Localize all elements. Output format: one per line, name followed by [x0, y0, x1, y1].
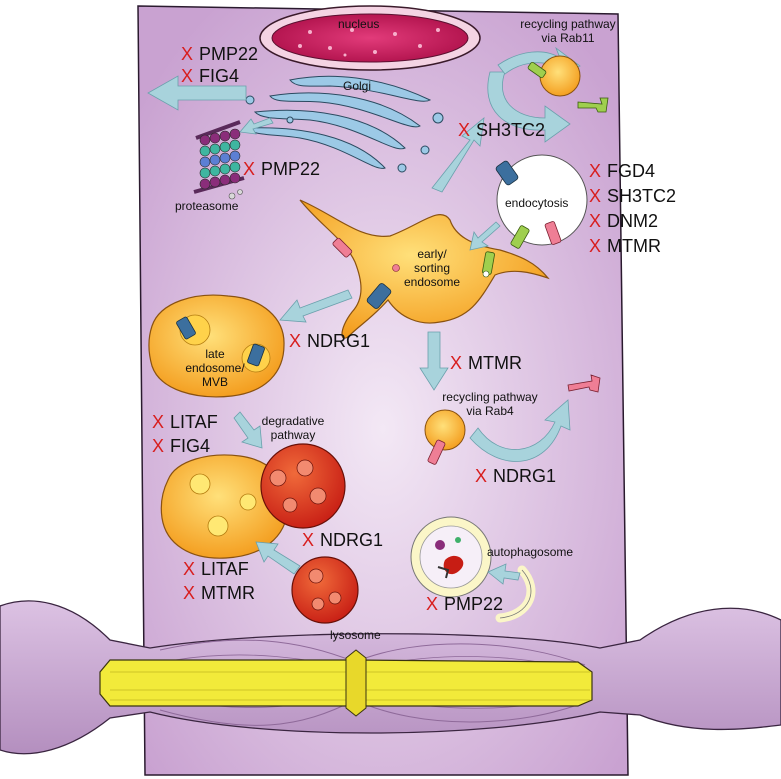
proteasome: [193, 120, 245, 200]
arrow-endocytosis-to-endosome: [469, 221, 501, 251]
proteasome-label: proteasome: [175, 199, 239, 213]
arrow-degradative: [233, 411, 263, 449]
golgi: [245, 75, 444, 173]
arrow-endosome-to-rab11: [431, 117, 485, 193]
endocytosis-vesicle: [495, 154, 588, 249]
rab11-label: recycling pathway via Rab11: [520, 17, 616, 45]
early-endosome-label: early/ sorting endosome: [403, 247, 461, 289]
late-endosome-mvb: [148, 294, 285, 398]
lysosome-label: lysosome: [330, 628, 381, 642]
golgi-label: Golgi: [343, 79, 372, 93]
lysosome: [291, 556, 359, 624]
autophagosome-label: autophagosome: [487, 545, 574, 559]
rab11-recycling-vesicle: [487, 46, 609, 143]
nucleus: [259, 5, 481, 71]
endolysosome-fusion: [160, 443, 346, 559]
arrow-autophagy: [487, 563, 521, 585]
nucleus-label: nucleus: [338, 17, 380, 31]
arrow-endosome-to-late: [279, 289, 353, 323]
rab4-recycling-vesicle: [424, 374, 601, 465]
arrow-golgi-to-proteasome: [239, 117, 274, 135]
axon: [0, 600, 781, 755]
pathway-arrows: [147, 75, 521, 585]
late-endosome-label: late endosome/ MVB: [185, 347, 245, 389]
autophagosome: [410, 516, 536, 623]
degradative-label: degradative pathway: [261, 414, 325, 442]
early-sorting-endosome: [299, 199, 550, 339]
rab4-label: recycling pathway via Rab4: [442, 390, 538, 418]
arrow-endosome-to-rab4: [419, 331, 449, 391]
arrow-golgi-to-membrane: [147, 75, 247, 111]
arrow-lysosome-fusion: [255, 541, 301, 575]
endocytosis-label: endocytosis: [505, 196, 569, 210]
